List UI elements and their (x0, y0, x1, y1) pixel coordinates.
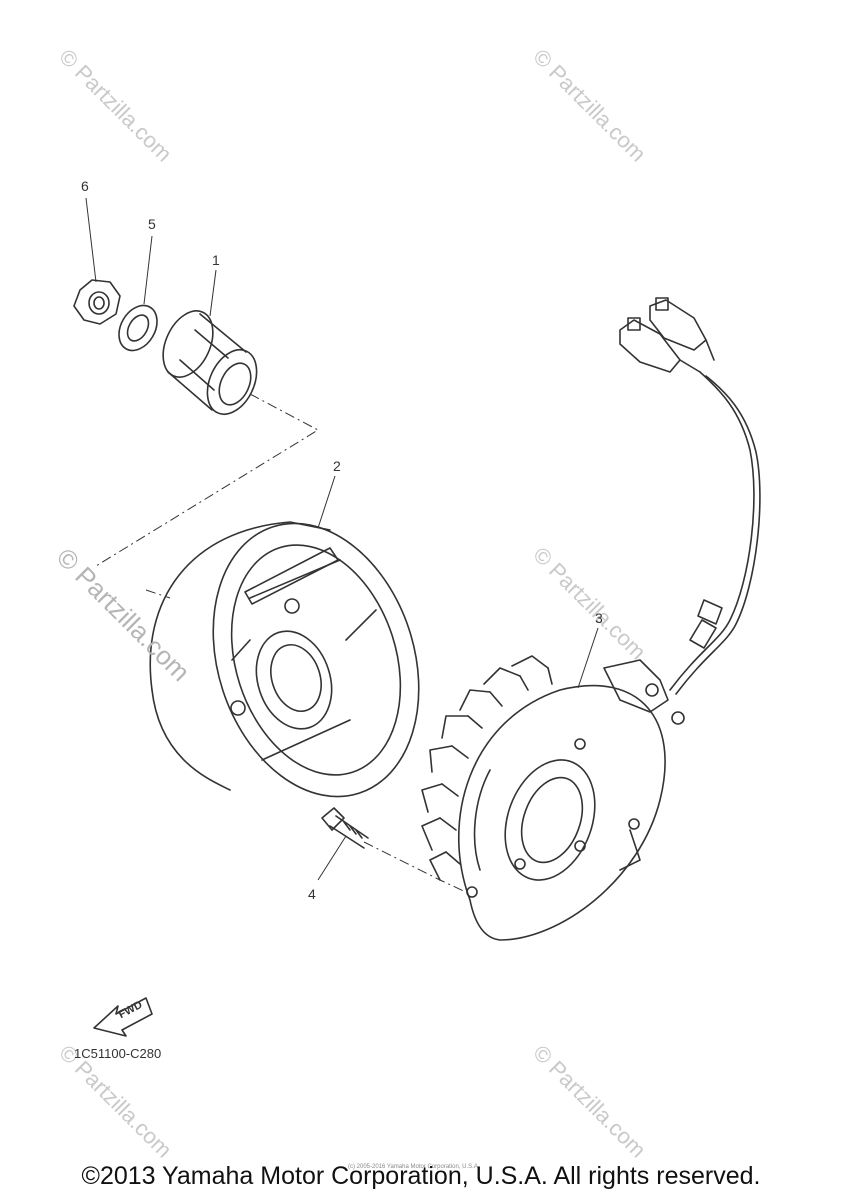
wiring-harness (669, 371, 761, 695)
washer-part-5 (118, 304, 158, 352)
flywheel-rotor-part-2 (149, 521, 420, 798)
fwd-arrow-icon (93, 997, 153, 1037)
callout-6: 6 (81, 178, 89, 194)
bolt-part-4 (321, 807, 369, 849)
boss-part-1 (162, 310, 258, 415)
nut-part-6 (73, 279, 121, 325)
callout-3: 3 (595, 610, 603, 626)
callout-5: 5 (148, 216, 156, 232)
callout-2: 2 (333, 458, 341, 474)
callout-1: 1 (212, 252, 220, 268)
copyright-footer: ©2013 Yamaha Motor Corporation, U.S.A. A… (81, 1162, 761, 1190)
small-copyright-note: (c) 2005-2016 Yamaha Motor Corporation, … (348, 1164, 480, 1170)
callout-4: 4 (308, 886, 316, 902)
diagram-code: 1C51100-C280 (74, 1046, 162, 1061)
stator-part-3 (421, 655, 685, 941)
leader-lines (85, 197, 599, 895)
connector-plugs (619, 297, 715, 373)
